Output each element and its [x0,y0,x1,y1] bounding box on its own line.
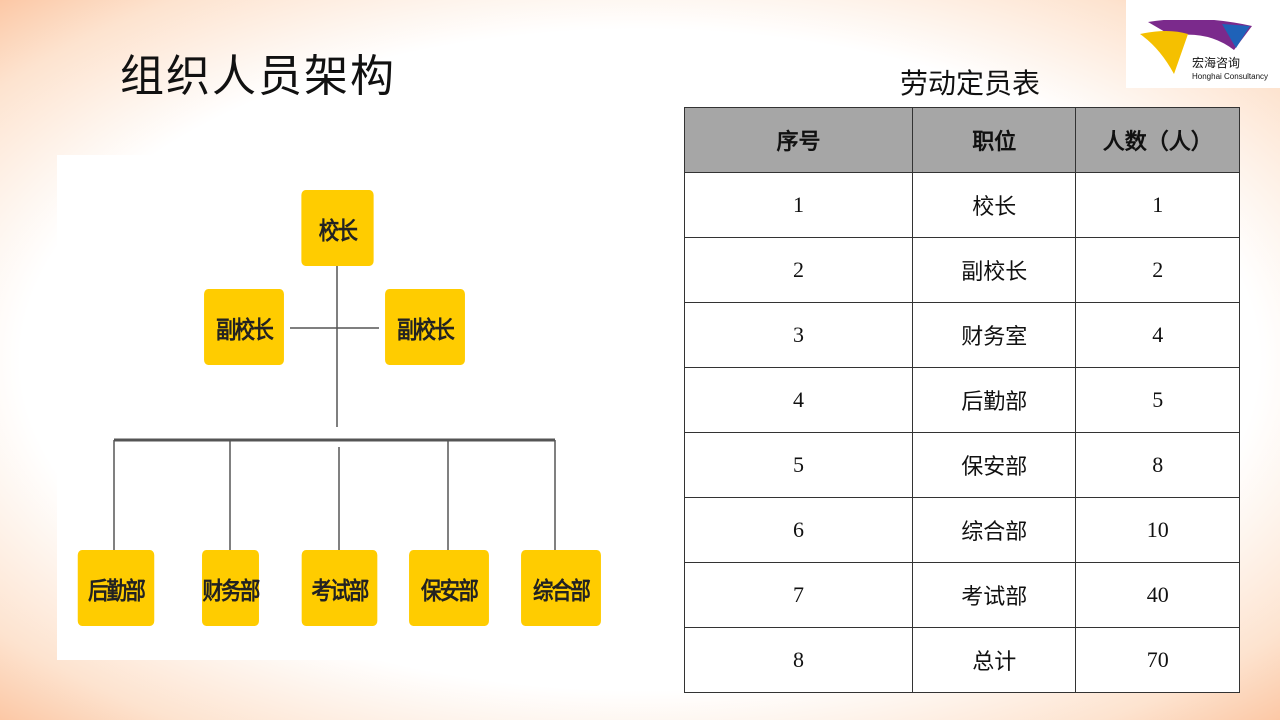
row-headcount: 4 [1075,302,1240,368]
row-position: 财务室 [912,302,1077,368]
org-box-logistics: 后勤部 [77,550,155,626]
logo-name-en: Honghai Consultancy [1192,72,1269,81]
header-position: 职位 [912,107,1077,173]
row-index: 3 [683,302,914,368]
table-title: 劳动定员表 [900,67,1041,100]
org-box-exam: 考试部 [301,550,378,626]
row-headcount: 1 [1075,172,1240,238]
row-headcount: 10 [1075,497,1240,563]
row-position: 综合部 [912,497,1077,563]
row-index: 2 [683,237,914,303]
org-box-vice-principal-right: 副校长 [385,289,465,365]
org-chart: 校长 副校长 副校长 后勤部 财务部 考试部 保安部 综合部 [57,155,627,660]
row-position: 考试部 [912,562,1077,628]
company-logo: 宏海咨询 Honghai Consultancy [1126,0,1280,88]
row-position: 校长 [912,172,1077,238]
org-box-finance: 财务部 [202,550,260,626]
logo-name-cn: 宏海咨询 [1192,56,1241,70]
row-position: 后勤部 [912,367,1077,433]
row-headcount: 2 [1075,237,1240,303]
row-index: 5 [683,432,914,498]
slide-title: 组织人员架构 [120,51,396,102]
row-position: 总计 [912,627,1077,693]
row-headcount: 5 [1075,367,1240,433]
row-index: 6 [683,497,914,563]
org-box-vice-principal-left: 副校长 [204,289,284,365]
row-headcount: 40 [1075,562,1240,628]
table-row: 7 考试部 40 [683,562,1240,628]
row-index: 7 [683,562,914,628]
header-index: 序号 [683,107,914,173]
row-index: 8 [683,627,914,693]
staffing-table: 序号 职位 人数（人） 1 校长 1 2 副校长 2 3 财务室 4 4 后勤部… [683,107,1240,693]
table-row: 3 财务室 4 [683,302,1240,368]
org-box-security: 保安部 [409,550,489,626]
header-headcount: 人数（人） [1075,107,1240,173]
table-row-total: 8 总计 70 [683,627,1240,693]
table-row: 4 后勤部 5 [683,367,1240,433]
org-chart-connectors [113,265,556,553]
org-box-general: 综合部 [521,550,601,626]
org-box-principal: 校长 [301,190,374,266]
row-position: 副校长 [912,237,1077,303]
table-row: 2 副校长 2 [683,237,1240,303]
table-header-row: 序号 职位 人数（人） [683,107,1240,173]
table-row: 1 校长 1 [683,172,1240,238]
row-headcount: 70 [1075,627,1240,693]
row-index: 4 [683,367,914,433]
table-row: 5 保安部 8 [683,432,1240,498]
table-row: 6 综合部 10 [683,497,1240,563]
row-position: 保安部 [912,432,1077,498]
row-headcount: 8 [1075,432,1240,498]
logo-mark-icon [1140,20,1252,74]
row-index: 1 [683,172,914,238]
